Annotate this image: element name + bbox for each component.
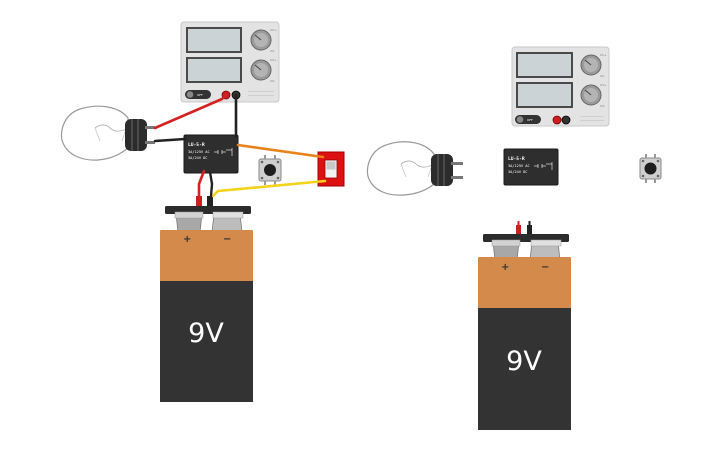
left-battery-voltage-label: 9V	[188, 318, 224, 349]
right-battery-leads[interactable]	[516, 221, 532, 234]
right-psu-display-top	[518, 54, 571, 76]
left-relay-title: LU-5-R	[188, 142, 205, 148]
right-circuit: CC+ CC- CV+ CV- OFF LU-5-R	[366, 46, 662, 430]
right-battery-top-band	[478, 257, 571, 309]
left-battery-body	[160, 281, 253, 402]
wire-black-battery-to-relay[interactable]	[208, 170, 214, 198]
left-relay-symbol	[214, 148, 233, 156]
right-psu-knob2-min: CV-	[600, 104, 605, 108]
wire-orange-relay-to-switch[interactable]	[236, 143, 325, 159]
left-battery-top-band	[160, 230, 253, 282]
left-relay[interactable]: LU-5-R 3A/125V AC 3A/24V DC	[183, 134, 239, 174]
left-battery-minus: −	[223, 234, 231, 245]
wire-yellow-battery-to-switch[interactable]	[211, 179, 327, 198]
left-psu-knob1-min: CC-	[270, 49, 275, 53]
left-psu-knob1-max: CC+	[270, 28, 277, 32]
right-relay-spec-line2: 3A/24V DC	[508, 170, 527, 174]
right-psu-knob1-max: CC+	[600, 53, 607, 57]
right-light-bulb[interactable]	[366, 141, 463, 196]
wire-red-psu-to-bulb[interactable]	[153, 93, 228, 130]
right-battery[interactable]: + − 9V	[478, 221, 571, 430]
wire-black-bulb-to-relay[interactable]	[153, 137, 187, 143]
right-psu-switch-label: OFF	[527, 118, 533, 122]
left-power-supply[interactable]: CC+ CC- CV+ CV- OFF	[180, 21, 280, 103]
left-circuit: CC+ CC- CV+ CV- OFF LU-5-R	[60, 21, 345, 402]
left-psu-display-bottom	[188, 59, 240, 81]
left-wires	[153, 93, 327, 198]
right-psu-display-bottom	[518, 84, 571, 106]
right-push-button[interactable]	[639, 154, 662, 183]
right-power-supply[interactable]: CC+ CC- CV+ CV- OFF	[511, 46, 610, 127]
left-relay-spec-line2: 3A/24V DC	[188, 156, 207, 160]
left-battery[interactable]: + − 9V	[160, 196, 253, 402]
left-relay-spec-line1: 3A/125V AC	[188, 150, 210, 154]
left-push-button[interactable]	[258, 155, 282, 185]
right-battery-plus: +	[501, 262, 509, 273]
left-light-bulb[interactable]	[60, 105, 155, 161]
right-battery-voltage-label: 9V	[506, 346, 542, 377]
left-psu-knob2-min: CV-	[270, 79, 275, 83]
right-relay[interactable]: LU-5-R 3A/125V AC 3A/24V DC	[503, 148, 559, 186]
left-psu-switch-label: OFF	[197, 93, 203, 97]
wire-red-battery-to-relay[interactable]	[197, 169, 206, 198]
left-battery-plus: +	[183, 234, 191, 245]
right-battery-body	[478, 308, 571, 430]
right-psu-knob1-min: CC-	[600, 74, 605, 78]
right-relay-title: LU-5-R	[508, 156, 525, 162]
left-psu-display-top	[188, 29, 240, 51]
right-psu-terminal-positive[interactable]	[552, 115, 562, 125]
left-psu-knob2-max: CV+	[270, 58, 277, 62]
right-battery-minus: −	[541, 262, 549, 273]
right-psu-knob2-max: CV+	[600, 83, 607, 87]
right-psu-terminal-negative[interactable]	[561, 115, 571, 125]
right-relay-spec-line1: 3A/125V AC	[508, 164, 530, 168]
right-relay-symbol	[534, 162, 553, 170]
